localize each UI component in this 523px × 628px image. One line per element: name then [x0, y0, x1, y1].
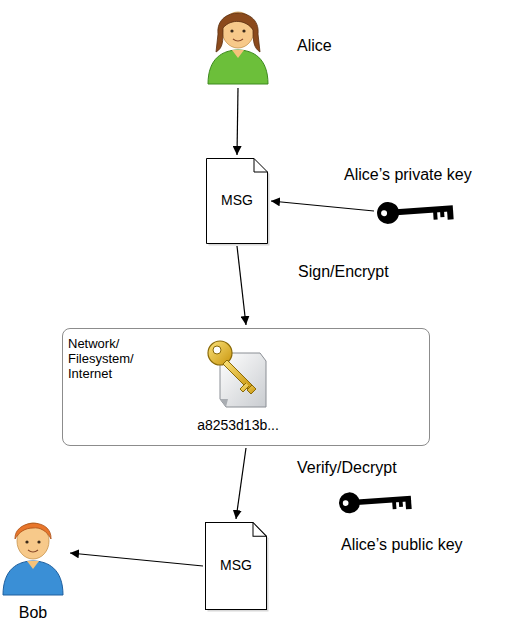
key-tooth: [433, 211, 438, 219]
page-curl: [220, 399, 228, 407]
eye: [230, 29, 233, 32]
eye: [25, 540, 28, 543]
key-icon-part: [338, 488, 411, 514]
key-tooth: [392, 501, 396, 509]
person-bob: Bob: [0, 508, 66, 598]
gold-key-hole: [213, 346, 221, 354]
key-hole: [381, 210, 387, 216]
key-tooth: [447, 210, 454, 219]
key-label: Alice’s private key: [344, 166, 472, 184]
key-tooth: [440, 211, 444, 217]
key-tooth: [399, 501, 403, 507]
key-tooth: [405, 500, 411, 509]
message-document: MSG: [205, 522, 267, 610]
message-document: MSG: [206, 158, 268, 244]
person-icon: [0, 508, 66, 598]
document-label: MSG: [206, 192, 268, 208]
neck: [232, 50, 244, 58]
key-icon-part: [376, 197, 453, 224]
network-heading: Network/ Filesystem/ Internet: [68, 336, 148, 381]
mouth: [233, 39, 243, 41]
key-label: Alice’s public key: [341, 536, 463, 554]
flow-arrow: [237, 246, 246, 325]
hair: [216, 13, 260, 52]
key-shaft: [396, 205, 453, 215]
key-hole: [343, 500, 349, 506]
hair: [15, 523, 51, 539]
person-body: [3, 561, 63, 595]
private-key: Alice’s private key: [376, 195, 454, 227]
document-outline: [207, 159, 268, 244]
certificate-page: [220, 353, 266, 407]
flow-arrow: [236, 448, 246, 519]
network-box: Network/ Filesystem/ Internet a8253d13b..…: [62, 328, 430, 446]
key-shaft: [357, 496, 411, 505]
person-alice: Alice: [205, 0, 271, 84]
person-body: [208, 50, 268, 84]
step-label: Sign/Encrypt: [298, 263, 389, 281]
eye: [242, 29, 245, 32]
person-name: Bob: [0, 604, 66, 622]
mouth: [28, 550, 38, 552]
flow-arrow: [237, 88, 238, 155]
key-icon: [376, 195, 454, 227]
hash-value: a8253d13b...: [163, 417, 313, 433]
document-outline: [206, 523, 267, 610]
step-label: Verify/Decrypt: [297, 459, 397, 477]
key-icon: [338, 485, 412, 517]
gold-key-teeth: [240, 383, 256, 394]
flow-arrow: [271, 201, 374, 211]
eye: [37, 540, 40, 543]
flow-arrow: [70, 553, 203, 566]
document-fold: [254, 159, 268, 173]
document-label: MSG: [205, 557, 267, 573]
certificate-icon: [206, 339, 268, 411]
neck: [27, 561, 39, 569]
person-icon: [205, 0, 271, 84]
public-key: Alice’s public key: [338, 485, 412, 517]
document-fold: [253, 523, 267, 537]
person-name: Alice: [297, 37, 332, 55]
